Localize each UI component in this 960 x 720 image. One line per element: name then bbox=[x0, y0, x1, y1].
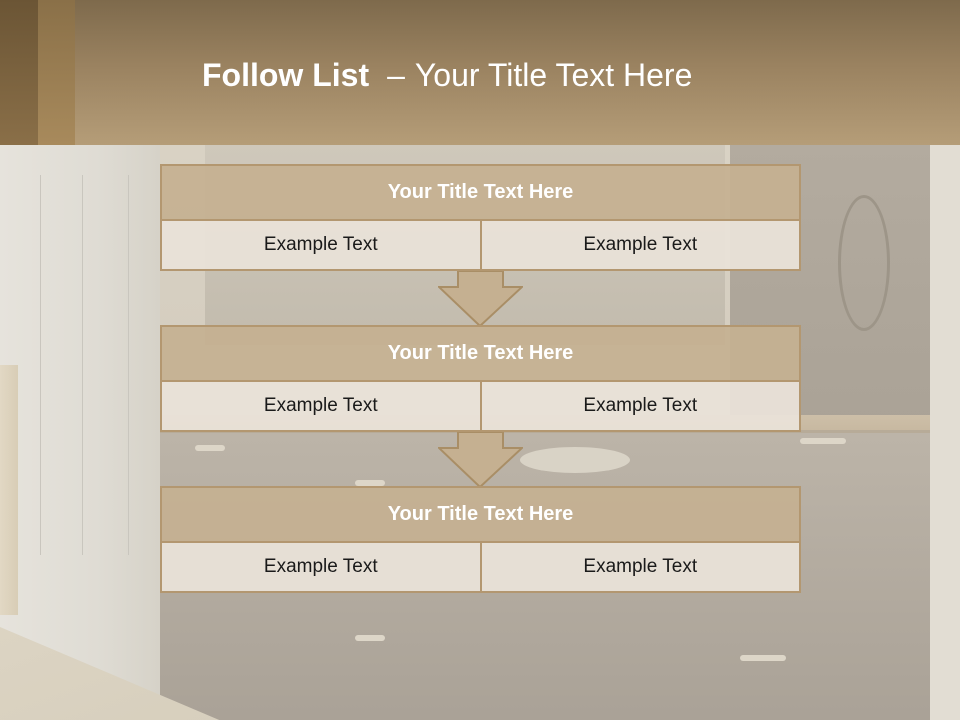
bg-pillar bbox=[0, 365, 18, 615]
header-accent-strip bbox=[38, 0, 75, 145]
bg-drawer-handle bbox=[195, 445, 225, 451]
block-cell: Example Text bbox=[160, 221, 480, 271]
block-cell: Example Text bbox=[479, 221, 801, 271]
block-row: Example Text Example Text bbox=[160, 543, 801, 593]
bg-sink bbox=[520, 447, 630, 473]
title-bold-part: Follow List bbox=[202, 57, 370, 93]
follow-block-2: Your Title Text Here Example Text Exampl… bbox=[160, 325, 801, 432]
block-row: Example Text Example Text bbox=[160, 382, 801, 432]
block-row: Example Text Example Text bbox=[160, 221, 801, 271]
bg-drawer-handle bbox=[355, 635, 385, 641]
follow-block-3: Your Title Text Here Example Text Exampl… bbox=[160, 486, 801, 593]
bg-drawer-handle bbox=[355, 480, 385, 486]
bg-door-seam bbox=[128, 175, 129, 555]
block-title: Your Title Text Here bbox=[160, 164, 801, 221]
bg-door-frame bbox=[930, 145, 960, 720]
bg-closet-doors bbox=[0, 145, 160, 720]
title-rest: Your Title Text Here bbox=[414, 57, 693, 93]
block-title: Your Title Text Here bbox=[160, 486, 801, 543]
block-cell: Example Text bbox=[160, 382, 480, 432]
block-title: Your Title Text Here bbox=[160, 325, 801, 382]
header-accent-strip bbox=[0, 0, 38, 145]
down-arrow-icon bbox=[438, 432, 523, 488]
block-cell: Example Text bbox=[479, 543, 801, 593]
follow-block-1: Your Title Text Here Example Text Exampl… bbox=[160, 164, 801, 271]
bg-door-seam bbox=[82, 175, 83, 555]
header-band: Follow List–Your Title Text Here bbox=[0, 0, 960, 145]
title-dash: – bbox=[387, 57, 405, 93]
bg-towel-ring bbox=[838, 195, 890, 331]
block-cell: Example Text bbox=[160, 543, 480, 593]
down-arrow-icon bbox=[438, 271, 523, 327]
bg-drawer-handle bbox=[800, 438, 846, 444]
bg-drawer-handle bbox=[740, 655, 786, 661]
block-cell: Example Text bbox=[479, 382, 801, 432]
bg-door-seam bbox=[40, 175, 41, 555]
slide-title: Follow List–Your Title Text Here bbox=[0, 50, 960, 100]
